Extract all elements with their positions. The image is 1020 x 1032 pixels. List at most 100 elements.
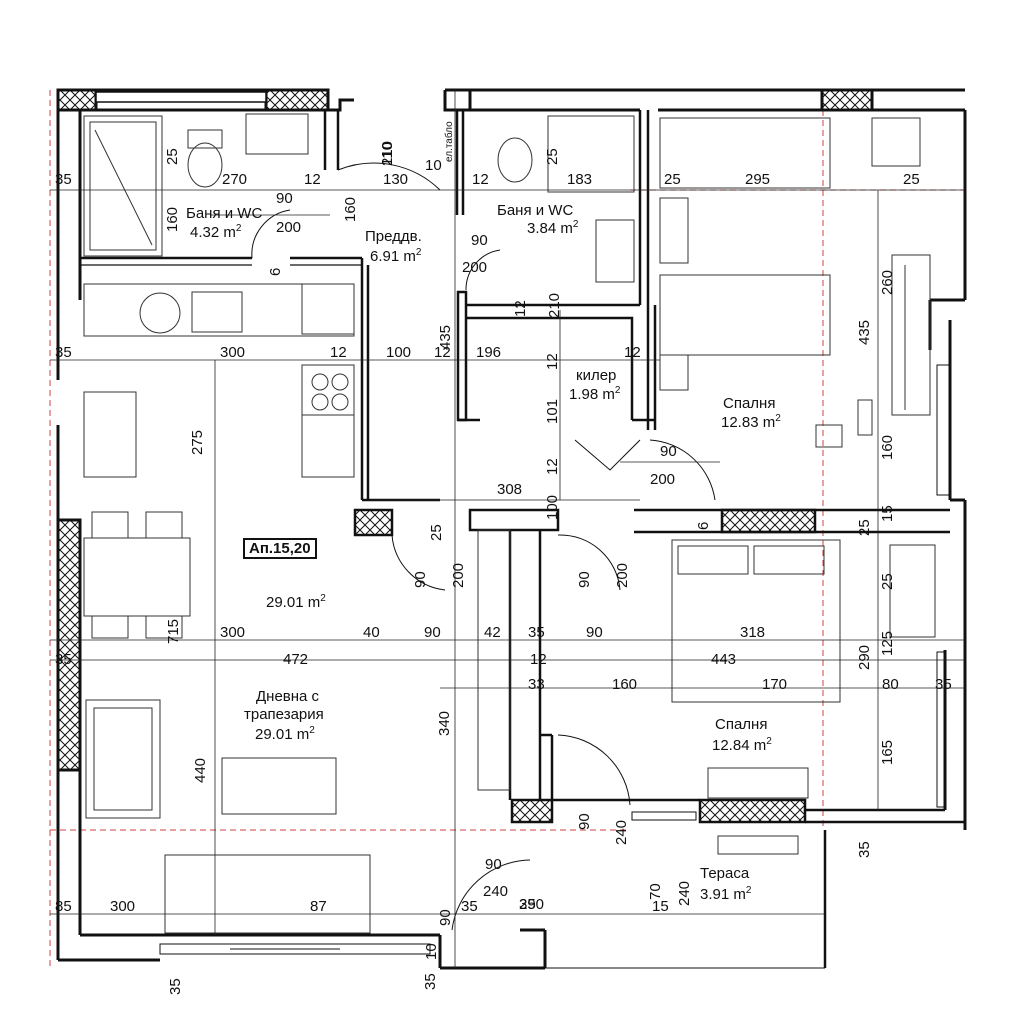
dimension-h-48: 15 (652, 898, 669, 915)
dimension-h-32: 472 (283, 651, 309, 668)
dimension-h-47: 290 (519, 896, 545, 913)
dimension-h-46: 35 (461, 898, 478, 915)
room-name-storage: килер (576, 367, 617, 384)
dimension-h-41: 240 (483, 883, 509, 900)
dimension-v-8: 12 (512, 300, 529, 317)
dimension-v-35: 35 (856, 841, 873, 858)
dimension-h-22: 200 (650, 471, 676, 488)
furniture (83, 113, 936, 934)
dimension-v-30: 340 (436, 710, 453, 736)
dimension-v-9: 435 (437, 324, 454, 350)
dimension-h-38: 80 (882, 676, 899, 693)
dimension-v-2: 25 (164, 148, 181, 165)
room-name-bedroom1: Спалня (723, 395, 776, 412)
dimension-h-36: 160 (612, 676, 638, 693)
dimension-v-14: 100 (544, 494, 561, 520)
dimension-h-4: 10 (425, 157, 442, 174)
room-name-bath2: Баня и WC (497, 202, 574, 219)
dimension-v-27: 90 (576, 571, 593, 588)
dimension-h-34: 443 (711, 651, 737, 668)
dimension-v-40: 35 (422, 973, 439, 990)
dimension-v-12: 101 (544, 398, 561, 424)
dimension-v-31: 440 (192, 757, 209, 783)
dimension-h-14: 35 (55, 344, 72, 361)
door-swings (251, 162, 716, 931)
dimension-h-18: 12 (434, 344, 451, 361)
dimension-v-20: 25 (856, 519, 873, 536)
dimension-v-7: 210 (546, 292, 563, 318)
dimension-v-21: 25 (879, 573, 896, 590)
dimension-h-26: 90 (424, 624, 441, 641)
dimension-v-6: 6 (267, 267, 284, 276)
dimension-h-45: 87 (310, 898, 327, 915)
apartment-label: Ап.15,20 (243, 538, 317, 559)
room-area-hall: 6.91 m2 (370, 247, 422, 265)
dimension-h-7: 25 (664, 171, 681, 188)
dimension-v-37: 240 (676, 880, 693, 906)
dimension-h-12: 90 (471, 232, 488, 249)
dimension-lines (50, 90, 965, 968)
dimension-v-25: 90 (412, 571, 429, 588)
dimension-h-3: 130 (383, 171, 409, 188)
room-area-bath1: 4.32 m2 (190, 223, 242, 241)
dimension-v-36: 70 (647, 883, 664, 900)
room-area-bedroom2: 12.84 m2 (712, 736, 772, 754)
dimension-v-26: 200 (450, 562, 467, 588)
dimension-v-39: 10 (423, 943, 440, 960)
dimension-v-29: 715 (165, 618, 182, 644)
dimension-h-23: 308 (497, 481, 523, 498)
room-name-bath1: Баня и WC (186, 205, 263, 222)
dimension-h-11: 200 (276, 219, 302, 236)
dimension-h-8: 295 (745, 171, 771, 188)
dimension-h-44: 300 (110, 898, 136, 915)
room-name-bedroom2: Спалня (715, 716, 768, 733)
dimension-h-15: 300 (220, 344, 246, 361)
dimension-h-1: 270 (222, 171, 248, 188)
dimension-v-38: 90 (437, 909, 454, 926)
dimension-v-34: 165 (879, 739, 896, 765)
dimension-h-2: 12 (304, 171, 321, 188)
dimension-v-1: 210 (379, 140, 396, 166)
dimension-v-18: 160 (879, 434, 896, 460)
room-name-terrace: Тераса (700, 865, 750, 882)
dimension-h-17: 100 (386, 344, 412, 361)
dimension-h-5: 12 (472, 171, 489, 188)
dimension-v-3: 160 (164, 206, 181, 232)
dimension-h-28: 35 (528, 624, 545, 641)
dimension-h-16: 12 (330, 344, 347, 361)
room-area-terrace: 3.91 m2 (700, 885, 752, 903)
dimension-v-19: 15 (879, 505, 896, 522)
room-area-kitchen: 29.01 m2 (266, 593, 326, 611)
dimension-h-43: 85 (55, 898, 72, 915)
dimension-h-30: 318 (740, 624, 766, 641)
dimension-h-0: 35 (55, 171, 72, 188)
dimension-v-22: 125 (879, 630, 896, 656)
dimension-h-27: 42 (484, 624, 501, 641)
dimension-h-31: 35 (55, 651, 72, 668)
dimension-h-9: 25 (903, 171, 920, 188)
dimension-v-15: 275 (189, 429, 206, 455)
walls (56, 88, 967, 970)
dimension-h-13: 200 (462, 259, 488, 276)
dimension-v-10: 25 (428, 524, 445, 541)
panel-label: ел.табло (444, 121, 455, 162)
dimension-h-24: 300 (220, 624, 246, 641)
dimension-h-33: 12 (530, 651, 547, 668)
dimension-h-6: 183 (567, 171, 593, 188)
dimension-v-32: 90 (576, 813, 593, 830)
dimension-v-11: 12 (544, 353, 561, 370)
windows (159, 364, 950, 955)
dimension-h-39: 35 (935, 676, 952, 693)
dimension-v-41: 35 (167, 978, 184, 995)
dimension-v-33: 240 (613, 819, 630, 845)
dimension-v-28: 200 (614, 562, 631, 588)
dimension-v-4: 160 (342, 196, 359, 222)
dimension-h-29: 90 (586, 624, 603, 641)
dimension-h-42: 35 (519, 896, 536, 913)
dimension-v-24: 6 (695, 521, 712, 530)
dimension-h-19: 196 (476, 344, 502, 361)
room-name-living-2: трапезария (244, 706, 324, 723)
room-area-bath2: 3.84 m2 (527, 219, 579, 237)
dimension-v-5: 25 (544, 148, 561, 165)
